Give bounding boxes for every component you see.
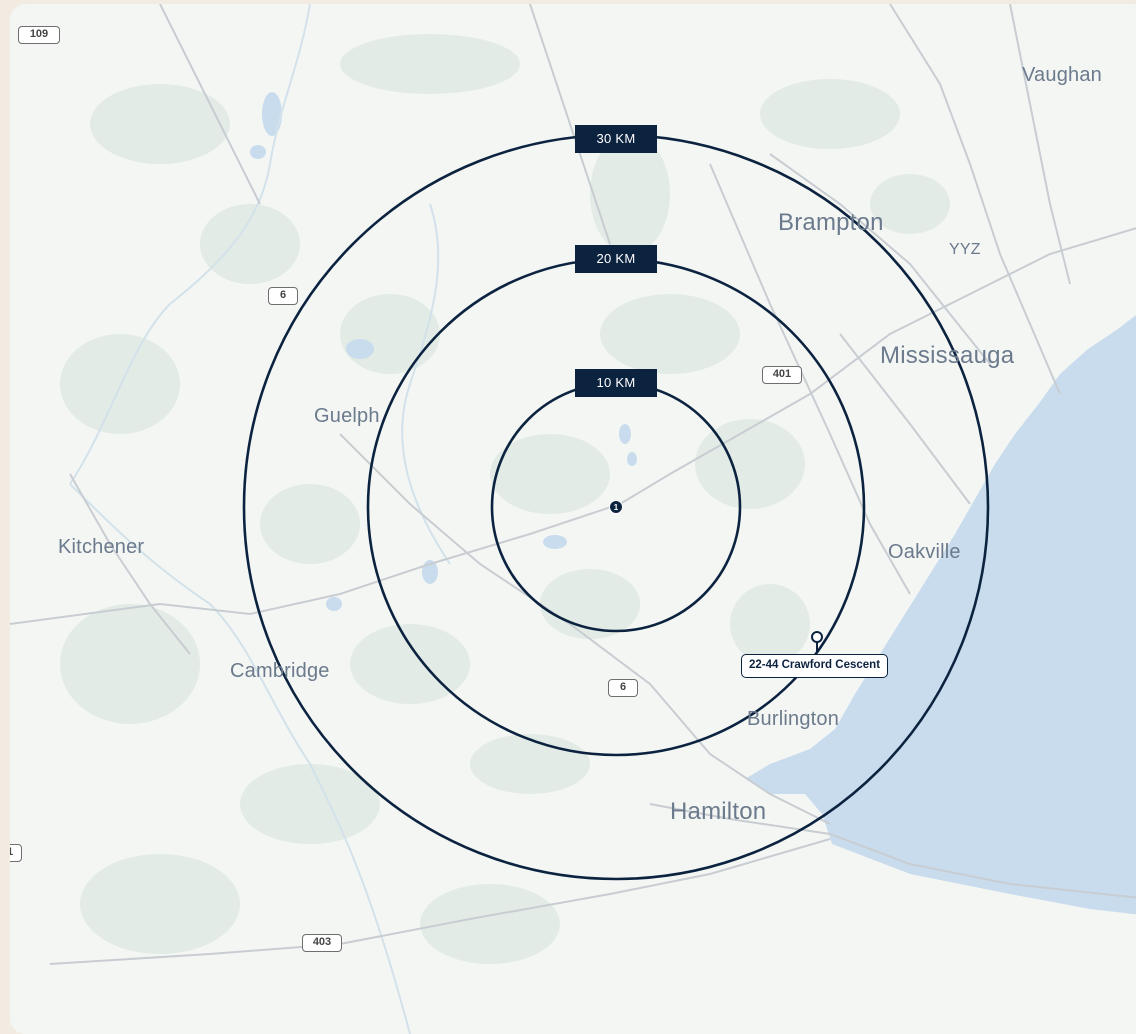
highway-shield-6-north: 6 <box>268 287 298 305</box>
ring-label-20km: 20 KM <box>575 245 657 273</box>
ring-label-10km: 10 KM <box>575 369 657 397</box>
city-label-mississauga: Mississauga <box>880 342 1015 369</box>
map-view[interactable]: Vaughan Brampton YYZ Mississauga Guelph … <box>10 4 1136 1034</box>
rivers <box>69 4 451 1034</box>
small-lakes <box>250 92 637 611</box>
city-label-guelph: Guelph <box>314 405 380 427</box>
city-label-vaughan: Vaughan <box>1022 64 1102 86</box>
city-label-hamilton: Hamilton <box>670 798 767 825</box>
roads <box>10 4 1136 965</box>
highway-shield-401: 401 <box>762 366 802 384</box>
property-pin-stem <box>816 642 818 652</box>
center-location-marker[interactable]: 1 <box>609 500 623 514</box>
city-label-burlington: Burlington <box>747 708 840 730</box>
property-address-label[interactable]: 22-44 Crawford Cescent <box>741 654 889 678</box>
city-label-kitchener: Kitchener <box>58 536 145 558</box>
highway-shield-109: 109 <box>18 26 60 44</box>
city-label-oakville: Oakville <box>888 541 961 563</box>
highway-shield-403: 403 <box>302 934 342 952</box>
lake-ontario <box>745 314 1136 915</box>
city-label-cambridge: Cambridge <box>230 660 330 682</box>
airport-label-yyz: YYZ <box>949 241 981 258</box>
map-canvas[interactable] <box>10 4 1136 1034</box>
highway-shield-partial: 1 <box>10 844 22 862</box>
land-greenery <box>60 34 950 964</box>
city-label-brampton: Brampton <box>778 209 884 236</box>
ring-label-30km: 30 KM <box>575 125 657 153</box>
highway-shield-6-south: 6 <box>608 679 638 697</box>
